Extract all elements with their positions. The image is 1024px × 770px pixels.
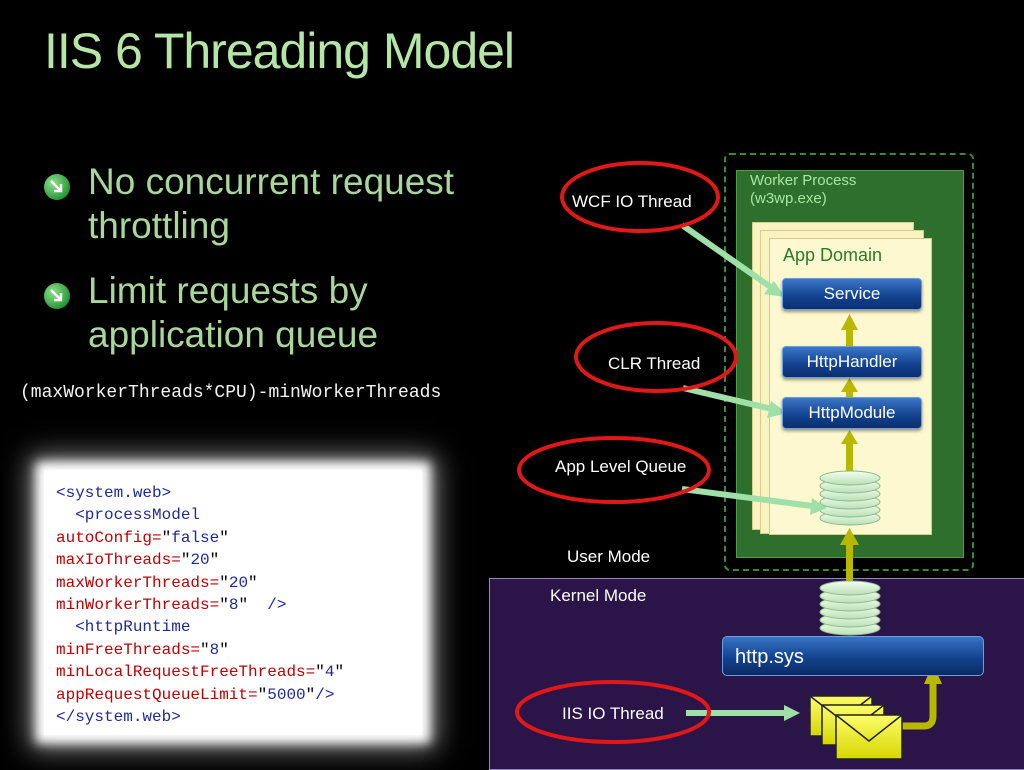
- pointer-arrow-head: [810, 498, 827, 515]
- code-token: 4: [324, 663, 335, 682]
- http-sys-box: http.sys: [722, 636, 984, 676]
- code-token: ": [257, 685, 268, 704]
- flow-arrow-head: [840, 528, 859, 545]
- app-domain-label: App Domain: [783, 245, 883, 265]
- code-token: <httpRuntime: [56, 618, 191, 637]
- code-token: ": [200, 640, 210, 659]
- code-token: minWorkerThreads=: [56, 596, 220, 615]
- code-line: <httpRuntime: [56, 616, 344, 638]
- http-module-box: HttpModule: [782, 397, 922, 429]
- code-token: ": [305, 685, 316, 704]
- pointer-arrow-head: [764, 281, 785, 297]
- code-token: ": [161, 528, 172, 547]
- code-line: <processModel: [56, 504, 344, 526]
- pointer-arrow-clr: [682, 385, 773, 412]
- formula-text: (maxWorkerThreads*CPU)-minWorkerThreads: [20, 383, 442, 403]
- code-token: autoConfig=: [56, 528, 162, 547]
- kernel-mode-label: Kernel Mode: [550, 586, 647, 605]
- code-token: minLocalRequestFreeThreads=: [56, 663, 316, 682]
- flow-arrow-shaft: [846, 328, 853, 346]
- flow-arrow-head: [841, 378, 858, 392]
- service-box: Service: [782, 278, 922, 310]
- code-token: ": [219, 640, 229, 659]
- code-token: ": [219, 573, 229, 592]
- code-token: <system.web>: [56, 484, 172, 502]
- code-token: <processModel: [56, 506, 201, 525]
- code-token: maxIoThreads=: [56, 551, 181, 570]
- code-token: />: [315, 685, 335, 704]
- code-token: </system.web>: [56, 708, 181, 727]
- flow-arrow-shaft: [846, 390, 853, 400]
- code-token: ": [315, 663, 325, 682]
- pointer-arrow-queue: [681, 486, 813, 509]
- code-token: ": [219, 596, 229, 615]
- code-line: autoConfig="false": [56, 527, 344, 549]
- highlight-ring-iis: [515, 680, 711, 744]
- app-level-queue-label: App Level Queue: [555, 457, 687, 476]
- flow-arrow-head: [841, 314, 858, 330]
- code-token: ": [219, 528, 229, 547]
- flow-arrow-envelope-up: [900, 682, 937, 730]
- code-token: 8: [228, 596, 239, 615]
- code-line: maxIoThreads="20": [56, 549, 344, 571]
- highlight-rings: [515, 161, 738, 744]
- code-token: false: [171, 528, 220, 547]
- http-handler-box: HttpHandler: [782, 346, 922, 378]
- pointer-arrows: [680, 222, 827, 721]
- flow-arrows: [840, 314, 859, 582]
- bullet-arrow-icon: [44, 174, 70, 200]
- highlight-ring-queue: [517, 436, 711, 504]
- pointer-arrow-wcf: [680, 222, 774, 291]
- code-line: minWorkerThreads="8" />: [56, 594, 344, 616]
- bullet-text: No concurrent request throttling: [88, 161, 455, 246]
- code-token: ": [248, 573, 258, 592]
- code-token: 5000: [267, 685, 306, 704]
- code-line: </system.web>: [56, 706, 344, 728]
- iis-io-thread-label: IIS IO Thread: [562, 704, 664, 723]
- flow-arrow-shaft: [846, 542, 853, 582]
- code-token: maxWorkerThreads=: [56, 573, 220, 592]
- clr-thread-label: CLR Thread: [608, 354, 701, 373]
- envelope-icon: [809, 695, 903, 760]
- highlight-ring-wcf: [560, 161, 720, 233]
- code-token: ": [180, 551, 191, 570]
- highlight-ring-clr: [574, 321, 738, 393]
- code-token: 20: [228, 573, 249, 592]
- user-mode-label: User Mode: [567, 547, 651, 566]
- code-token: appRequestQueueLimit=: [56, 685, 258, 704]
- worker-process-label: Worker Process (w3wp.exe): [750, 172, 857, 207]
- code-line: <system.web>: [56, 482, 344, 504]
- code-token: 20: [190, 551, 210, 570]
- code-token: minFreeThreads=: [56, 640, 201, 659]
- slide-title: IIS 6 Threading Model: [44, 23, 515, 79]
- queue-stack-icon: [819, 470, 881, 526]
- bullet-item: Limit requests by application queue: [44, 269, 514, 364]
- flow-arrow-shaft: [846, 442, 853, 476]
- code-line: minFreeThreads="8": [56, 639, 344, 661]
- code-line: maxWorkerThreads="20": [56, 572, 344, 594]
- code-token: ": [238, 596, 268, 615]
- code-line: minLocalRequestFreeThreads="4": [56, 661, 344, 683]
- wcf-io-thread-label: WCF IO Thread: [572, 192, 692, 211]
- queue-stack-icon: [819, 580, 881, 636]
- bullet-arrow-icon: [44, 283, 70, 309]
- code-token: ": [334, 663, 345, 682]
- flow-arrow-head: [841, 430, 858, 444]
- code-token: 8: [209, 640, 220, 659]
- code-token: />: [267, 596, 287, 615]
- code-token: ": [209, 551, 220, 570]
- bullet-item: No concurrent request throttling: [44, 160, 514, 255]
- pointer-arrow-head: [784, 705, 800, 721]
- bullet-text: Limit requests by application queue: [88, 270, 379, 355]
- code-line: appRequestQueueLimit="5000"/>: [56, 684, 344, 706]
